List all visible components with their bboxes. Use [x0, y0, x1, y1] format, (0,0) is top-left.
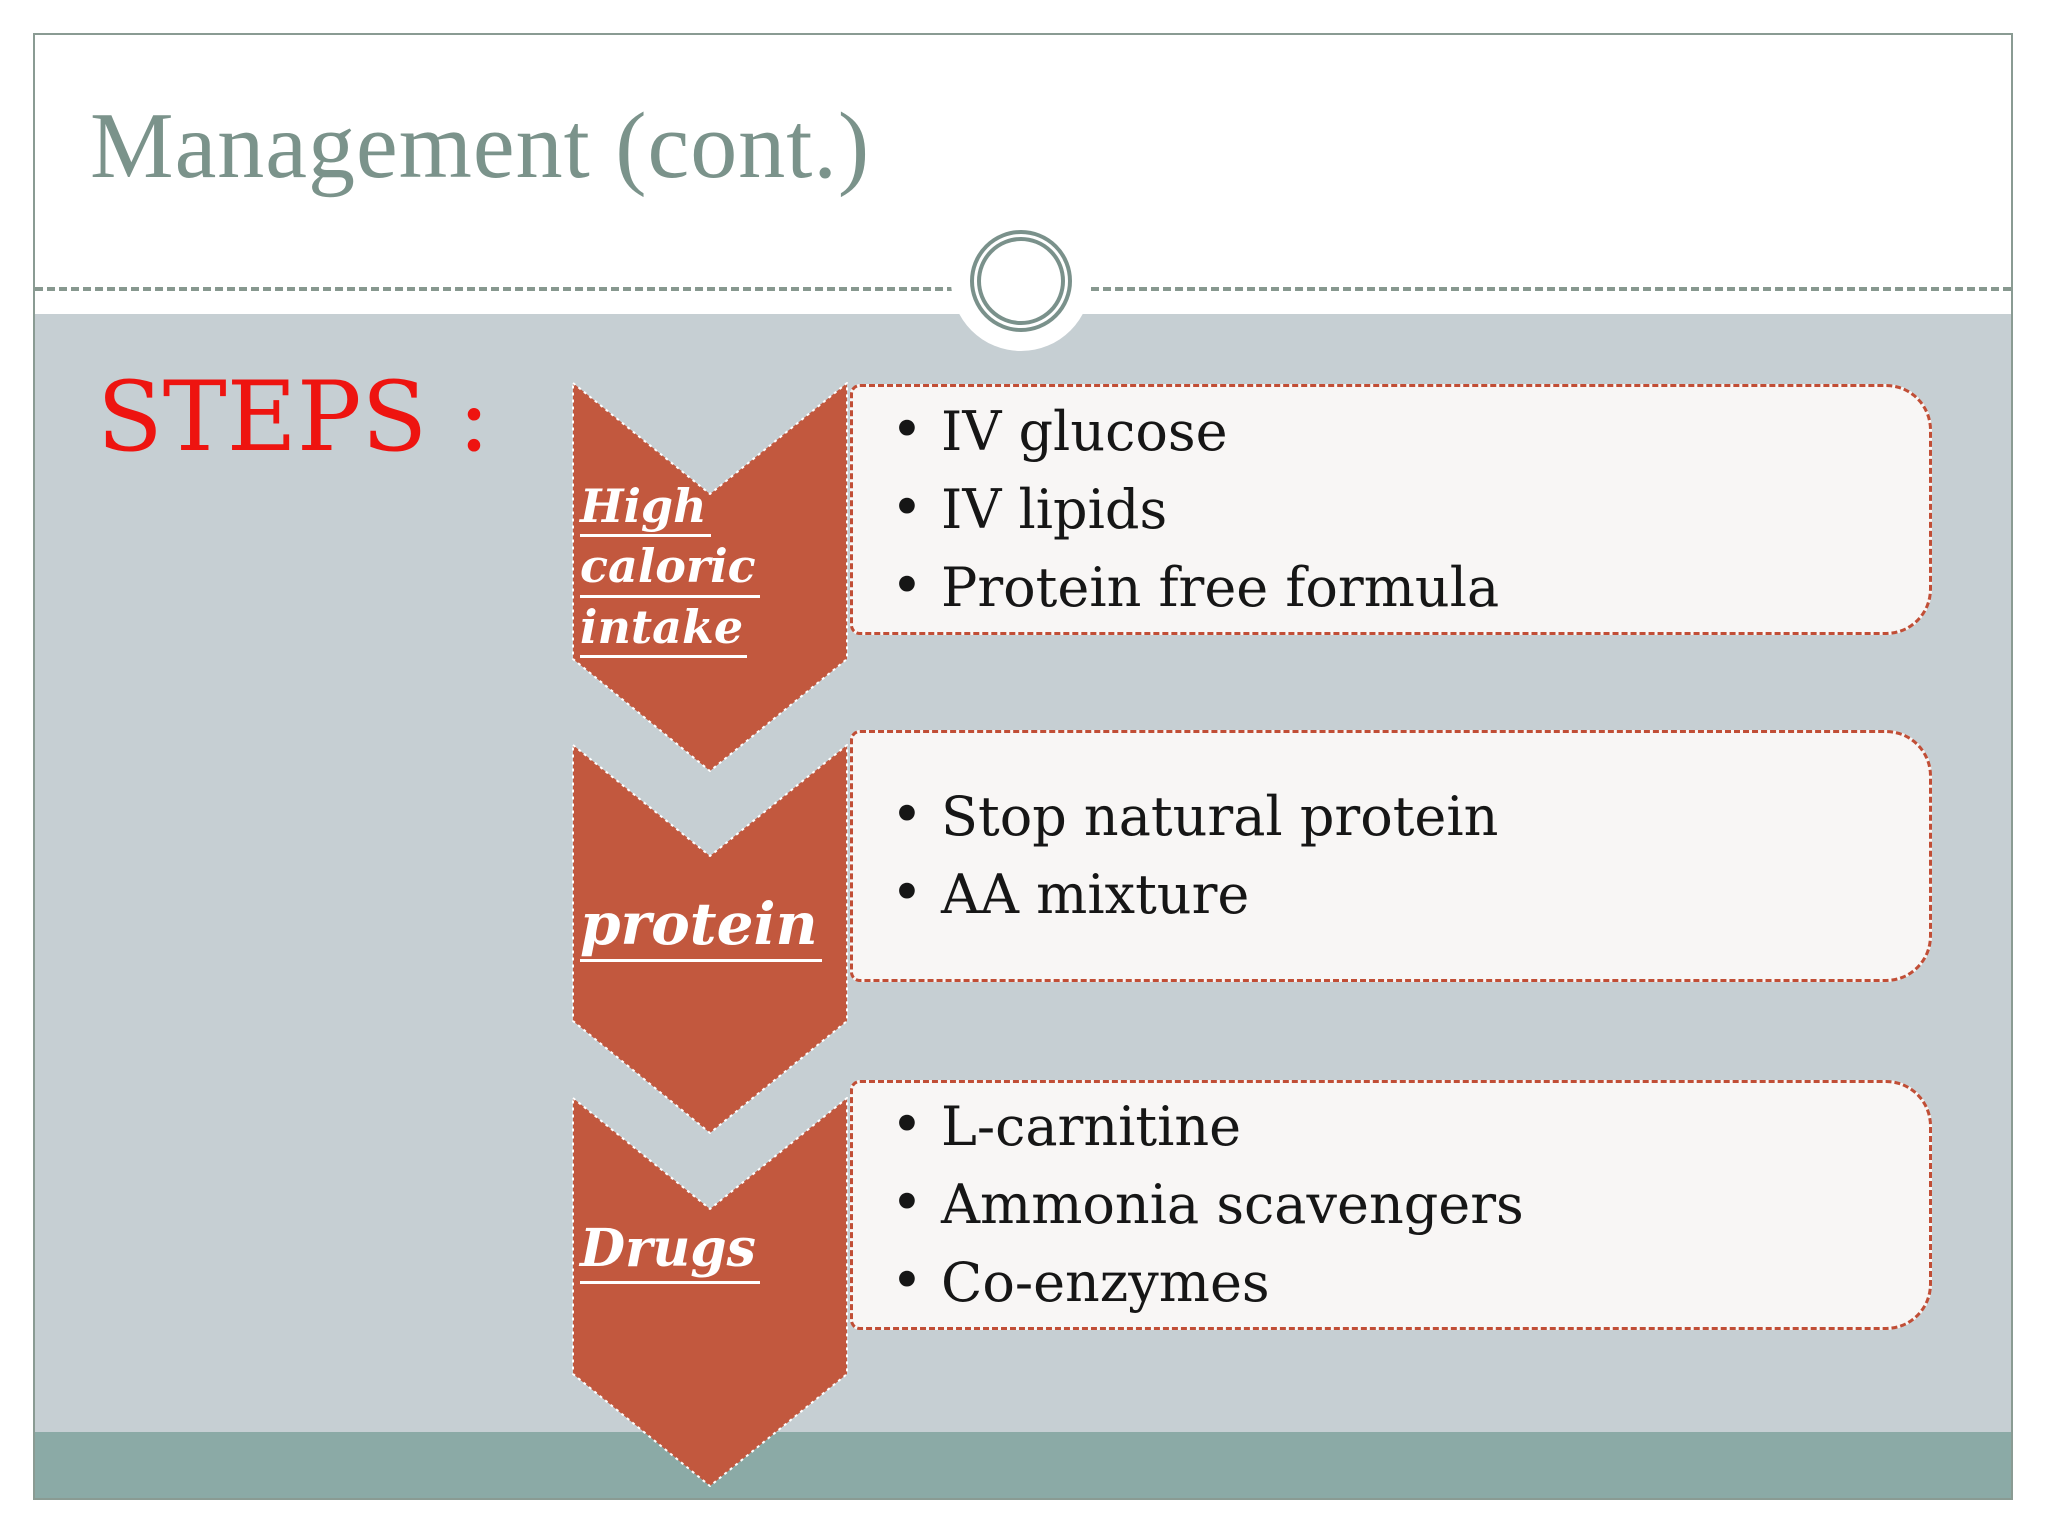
bullet-item: Co-enzymes	[853, 1242, 1905, 1322]
chevron-down-icon	[572, 744, 848, 1134]
chevron-high-caloric-intake: High caloric intake	[572, 382, 848, 772]
bullet-box-high-caloric-intake: IV glucose IV lipids Protein free formul…	[850, 384, 1932, 635]
bullet-box-drugs: L-carnitine Ammonia scavengers Co-enzyme…	[850, 1080, 1932, 1330]
bullet-item: L-carnitine	[853, 1086, 1905, 1166]
bullet-item: IV glucose	[853, 391, 1905, 471]
bullet-list: Stop natural protein AA mixture	[853, 776, 1929, 934]
bullet-item: AA mixture	[853, 854, 1905, 934]
chevron-drugs: Drugs	[572, 1097, 848, 1487]
label-line: protein	[580, 894, 822, 962]
page-title: Management (cont.)	[90, 94, 871, 198]
chevron-label-high-caloric-intake: High caloric intake	[580, 482, 760, 663]
label-line: intake	[580, 602, 748, 658]
chevron-down-icon	[572, 382, 848, 772]
bullet-box-protein: Stop natural protein AA mixture	[850, 730, 1932, 982]
chevron-protein: protein	[572, 744, 848, 1134]
label-line: High	[580, 482, 711, 538]
chevron-down-icon	[572, 1097, 848, 1487]
divider-circle-icon	[970, 230, 1072, 332]
chevron-label-drugs: Drugs	[580, 1221, 760, 1289]
bullet-item: IV lipids	[853, 469, 1905, 549]
bullet-item: Ammonia scavengers	[853, 1164, 1905, 1244]
label-line: caloric	[580, 542, 760, 598]
bullet-item: Stop natural protein	[853, 776, 1905, 856]
footer-band	[35, 1432, 2011, 1498]
label-line: Drugs	[580, 1221, 760, 1284]
steps-heading: STEPS :	[97, 361, 491, 473]
chevron-label-protein: protein	[580, 894, 822, 967]
bullet-list: IV glucose IV lipids Protein free formul…	[853, 391, 1929, 627]
bullet-item: Protein free formula	[853, 547, 1905, 627]
bullet-list: L-carnitine Ammonia scavengers Co-enzyme…	[853, 1086, 1929, 1322]
slide: Management (cont.) STEPS : High caloric …	[33, 33, 2013, 1500]
